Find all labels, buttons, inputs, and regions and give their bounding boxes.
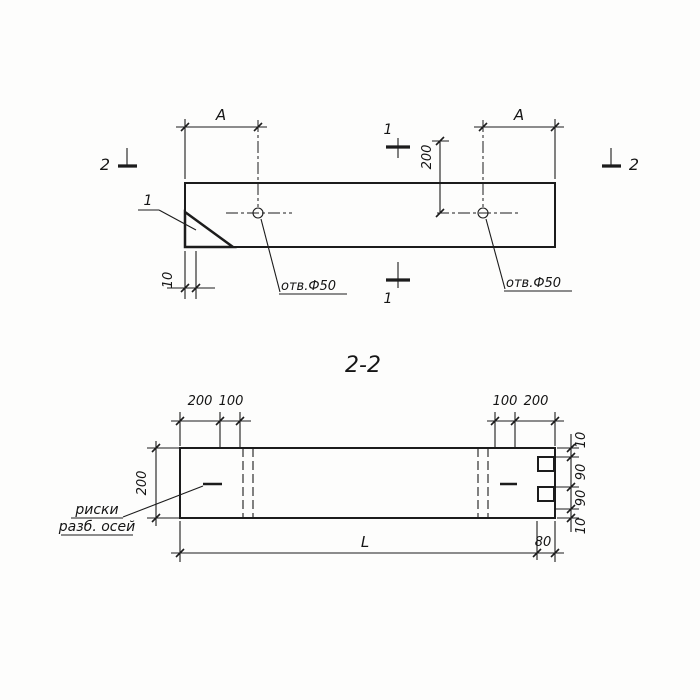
dim-100-top-right-label: 100 <box>493 394 518 409</box>
notch-lower <box>537 486 555 502</box>
dim-top-left: 200 100 <box>171 394 251 447</box>
dim-a-right-label: A <box>513 106 524 124</box>
section-1-mark-top: 1 <box>384 122 410 158</box>
dim-10-label: 10 <box>161 272 176 289</box>
dim-100-top-left-label: 100 <box>219 394 244 409</box>
section-2-mark-right: 2 <box>602 148 639 174</box>
detail-callout-label: 1 <box>144 193 153 209</box>
axes-note-leader <box>122 485 204 518</box>
dim-a-right: A <box>474 106 564 179</box>
dim-10-right-bottom-label: 10 <box>574 518 589 535</box>
dim-length-label: L <box>361 533 369 551</box>
dim-200-label: 200 <box>420 145 435 170</box>
dim-200-top-right-label: 200 <box>524 394 549 409</box>
section-1-top-label: 1 <box>384 122 393 138</box>
hole-right-label: отв.Ф50 <box>506 276 561 291</box>
top-view: A A 1 1 2 2 <box>100 106 639 307</box>
section-2-right-label: 2 <box>629 155 639 174</box>
section-1-bottom-label: 1 <box>384 291 393 307</box>
hole-left-callout: отв.Ф50 <box>260 218 347 295</box>
corner-detail-triangle <box>183 209 237 249</box>
hole-right-callout: отв.Ф50 <box>485 218 572 292</box>
section-view: 200 200 100 100 200 <box>58 394 589 562</box>
dim-length: L 80 <box>171 521 564 562</box>
dim-90-right-lower-label: 90 <box>574 490 589 507</box>
section-title: 2-2 <box>345 353 381 378</box>
beam-outline <box>184 182 556 248</box>
dim-10-top-view: 10 <box>161 251 215 299</box>
dim-200-left-label: 200 <box>135 471 150 496</box>
axes-note-line2: разб. осей <box>58 519 135 535</box>
dim-80-label: 80 <box>535 535 552 550</box>
dim-a-left-label: A <box>215 106 226 124</box>
section-1-mark-bottom: 1 <box>384 262 410 307</box>
dim-10-right-top-label: 10 <box>574 432 589 449</box>
detail-callout: 1 <box>138 193 197 231</box>
dim-a-left: A <box>176 106 267 179</box>
dim-right-side: 10 90 90 10 <box>555 432 589 535</box>
section-2-left-label: 2 <box>100 155 110 174</box>
dim-top-right: 100 200 <box>487 394 564 447</box>
section-2-mark-left: 2 <box>100 148 137 174</box>
axes-note-line1: риски <box>74 502 118 518</box>
notch-upper <box>537 456 555 472</box>
dim-200-left-side: 200 <box>135 441 179 526</box>
dim-90-right-upper-label: 90 <box>574 464 589 481</box>
hole-left-label: отв.Ф50 <box>281 279 336 294</box>
section-beam-outline <box>179 447 556 519</box>
axes-note: риски разб. осей <box>58 485 204 536</box>
dim-200-top-view: 200 <box>420 136 449 218</box>
dim-200-top-left-label: 200 <box>188 394 213 409</box>
